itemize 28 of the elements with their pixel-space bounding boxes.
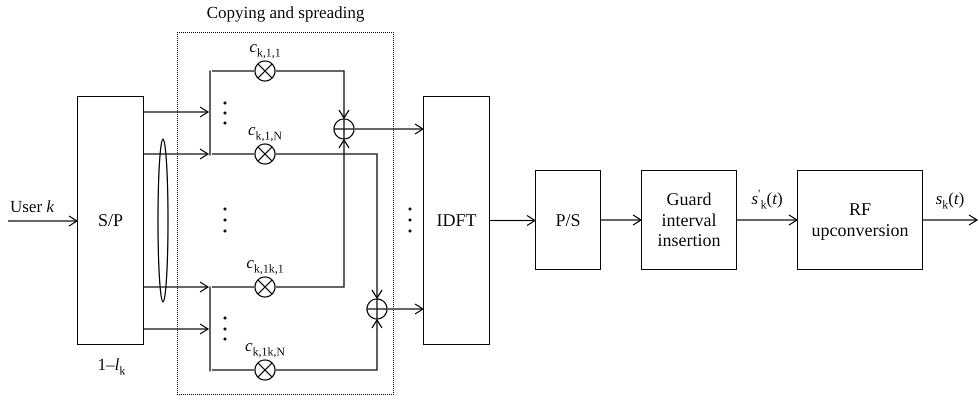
arrow bbox=[276, 70, 350, 119]
edge-label: s$_{k}$(t) bbox=[934, 190, 966, 207]
arrow bbox=[601, 214, 642, 226]
arrow bbox=[388, 303, 424, 315]
connector-line bbox=[212, 153, 254, 155]
arrow bbox=[490, 214, 536, 226]
edge-label: s$^{′}$$_{k}$(t) bbox=[750, 190, 784, 207]
arrow bbox=[355, 123, 424, 135]
arrow bbox=[923, 214, 978, 226]
index-range-label: 1–l$_{k}$ bbox=[98, 356, 126, 373]
arrow bbox=[8, 215, 78, 227]
input-label: User k bbox=[10, 198, 54, 215]
arrow bbox=[276, 153, 383, 299]
arrow bbox=[737, 214, 798, 226]
arrow bbox=[144, 148, 209, 160]
arrow bbox=[144, 323, 209, 335]
arrow bbox=[144, 281, 209, 293]
connector-line bbox=[212, 369, 254, 371]
process-block: RF upconversion bbox=[797, 170, 923, 270]
connector-line bbox=[212, 286, 254, 288]
process-block: P/S bbox=[535, 170, 601, 270]
arrow bbox=[276, 139, 350, 288]
process-block: Guard interval insertion bbox=[641, 170, 737, 270]
arrow bbox=[276, 319, 383, 371]
process-block: IDFT bbox=[423, 96, 490, 345]
connector-line bbox=[212, 70, 254, 72]
arrow bbox=[144, 106, 209, 118]
group-title: Copying and spreading bbox=[206, 4, 366, 21]
